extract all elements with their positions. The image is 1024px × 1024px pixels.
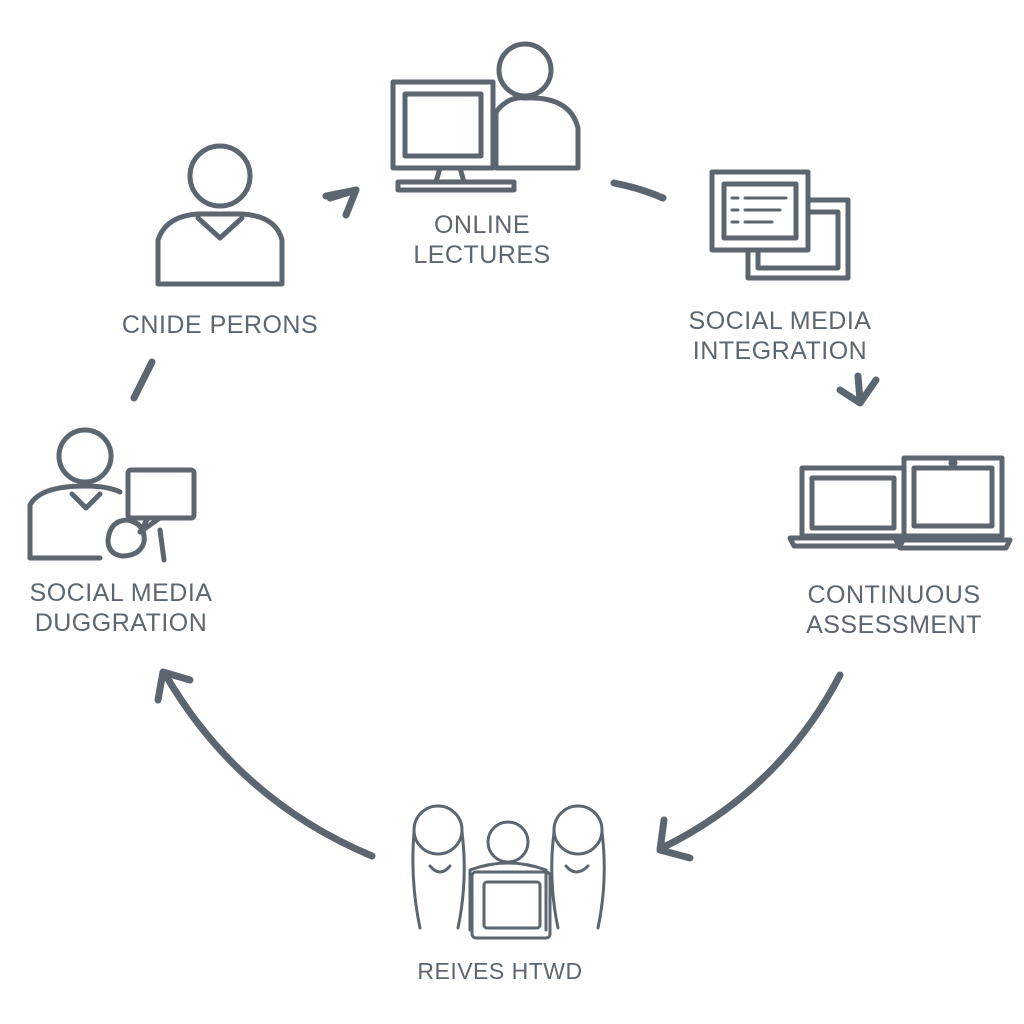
- label-line: ONLINE: [433, 211, 531, 239]
- label-line: SOCIAL MEDIA: [688, 307, 872, 335]
- label-social-media-duggration: SOCIAL MEDIA DUGGRATION: [14, 578, 228, 638]
- label-reives-htwd: REIVES HTWD: [400, 956, 600, 986]
- arc-segment: [610, 179, 667, 202]
- label-line: INTEGRATION: [692, 337, 868, 365]
- label-line: REIVES HTWD: [417, 958, 583, 984]
- laptops-icon: [787, 455, 1013, 551]
- monitor-person-icon: [390, 41, 581, 193]
- person-chat-icon: [27, 427, 197, 563]
- arrowhead-icon: [656, 816, 694, 862]
- person-icon: [155, 143, 285, 287]
- arc-to-bottom: [658, 671, 844, 852]
- arc-segment: [130, 358, 156, 402]
- label-line: CONTINUOUS: [807, 581, 981, 609]
- arrowhead-icon: [326, 186, 360, 219]
- cycle-arrows: [130, 179, 880, 862]
- label-line: CNIDE PERONS: [121, 311, 319, 339]
- label-line: ASSESSMENT: [806, 611, 982, 639]
- windows-icon: [709, 169, 851, 281]
- arc-to-left: [161, 670, 376, 860]
- label-social-media-integration: SOCIAL MEDIA INTEGRATION: [672, 306, 888, 366]
- label-online-lectures: ONLINE LECTURES: [402, 210, 562, 270]
- arrowhead-icon: [154, 668, 194, 704]
- label-line: SOCIAL MEDIA: [29, 579, 213, 607]
- label-line: LECTURES: [413, 241, 551, 269]
- label-line: DUGGRATION: [34, 609, 208, 637]
- arc-segment: [854, 372, 864, 404]
- group-icon: [411, 804, 606, 940]
- label-continuous-assessment: CONTINUOUS ASSESSMENT: [796, 580, 992, 640]
- label-cnide-perons: CNIDE PERONS: [108, 310, 332, 340]
